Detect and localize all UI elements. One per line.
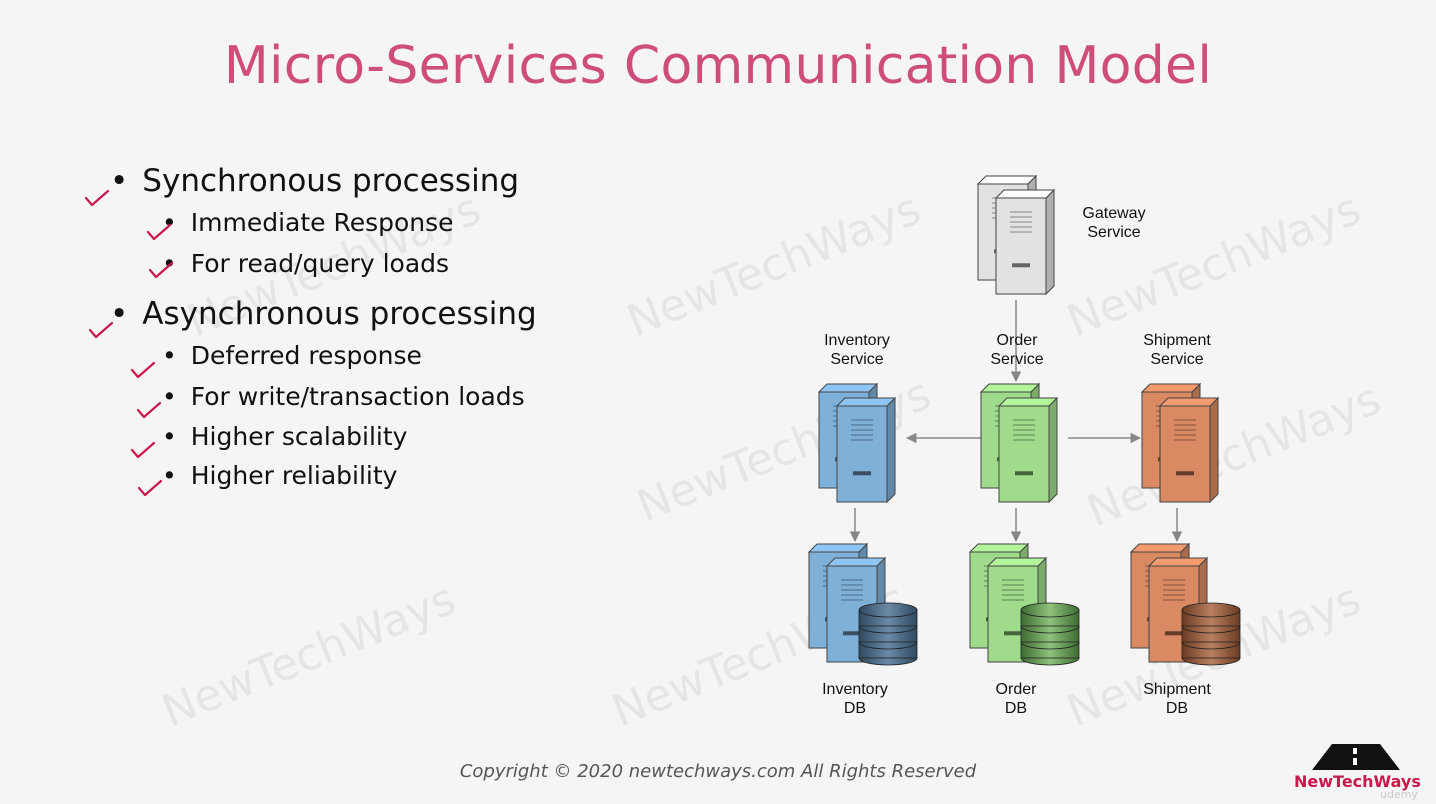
checkmark-icon bbox=[136, 401, 162, 419]
bullet-label: Asynchronous processing bbox=[142, 296, 537, 332]
sub-bullet-item: •Higher reliability bbox=[162, 461, 398, 490]
udemy-badge: udemy bbox=[1380, 788, 1418, 801]
sub-bullet-label: For read/query loads bbox=[190, 249, 450, 278]
order-database-icon bbox=[1020, 602, 1080, 666]
sub-bullet-label: Immediate Response bbox=[190, 208, 454, 237]
copyright-footer: Copyright © 2020 newtechways.com All Rig… bbox=[459, 761, 977, 782]
bullet-label: Synchronous processing bbox=[142, 163, 520, 199]
checkmark-icon bbox=[148, 261, 174, 279]
sub-bullet-item: •Higher scalability bbox=[162, 422, 408, 451]
gateway-server-icon-front bbox=[994, 188, 1056, 296]
bullet-item: •Asynchronous processing bbox=[110, 296, 537, 332]
checkmark-icon bbox=[130, 441, 156, 459]
sub-bullet-label: Higher reliability bbox=[190, 461, 398, 490]
inventory-server-icon-front bbox=[835, 396, 897, 504]
checkmark-icon bbox=[84, 189, 110, 207]
checkmark-icon bbox=[88, 321, 114, 339]
sub-bullet-item: •Deferred response bbox=[162, 341, 422, 370]
connector-arrows bbox=[849, 300, 1183, 543]
order-server-icon-front bbox=[997, 396, 1059, 504]
page-title: Micro-Services Communication Model bbox=[223, 36, 1213, 96]
sub-bullet-item: •For write/transaction loads bbox=[162, 382, 525, 411]
inventory-database-icon bbox=[858, 602, 918, 666]
sub-bullet-label: Higher scalability bbox=[190, 422, 408, 451]
checkmark-icon bbox=[146, 223, 172, 241]
shipment-server-icon-front bbox=[1158, 396, 1220, 504]
newtechways-logo-icon bbox=[1312, 744, 1400, 770]
sub-bullet-label: Deferred response bbox=[190, 341, 422, 370]
shipment-database-icon bbox=[1181, 602, 1241, 666]
checkmark-icon bbox=[130, 361, 156, 379]
sub-bullet-item: •For read/query loads bbox=[162, 249, 450, 278]
sub-bullet-item: •Immediate Response bbox=[162, 208, 454, 237]
bullet-item: •Synchronous processing bbox=[110, 163, 520, 199]
sub-bullet-label: For write/transaction loads bbox=[190, 382, 525, 411]
logo-text: NewTechWays bbox=[1294, 772, 1421, 791]
checkmark-icon bbox=[137, 479, 163, 497]
